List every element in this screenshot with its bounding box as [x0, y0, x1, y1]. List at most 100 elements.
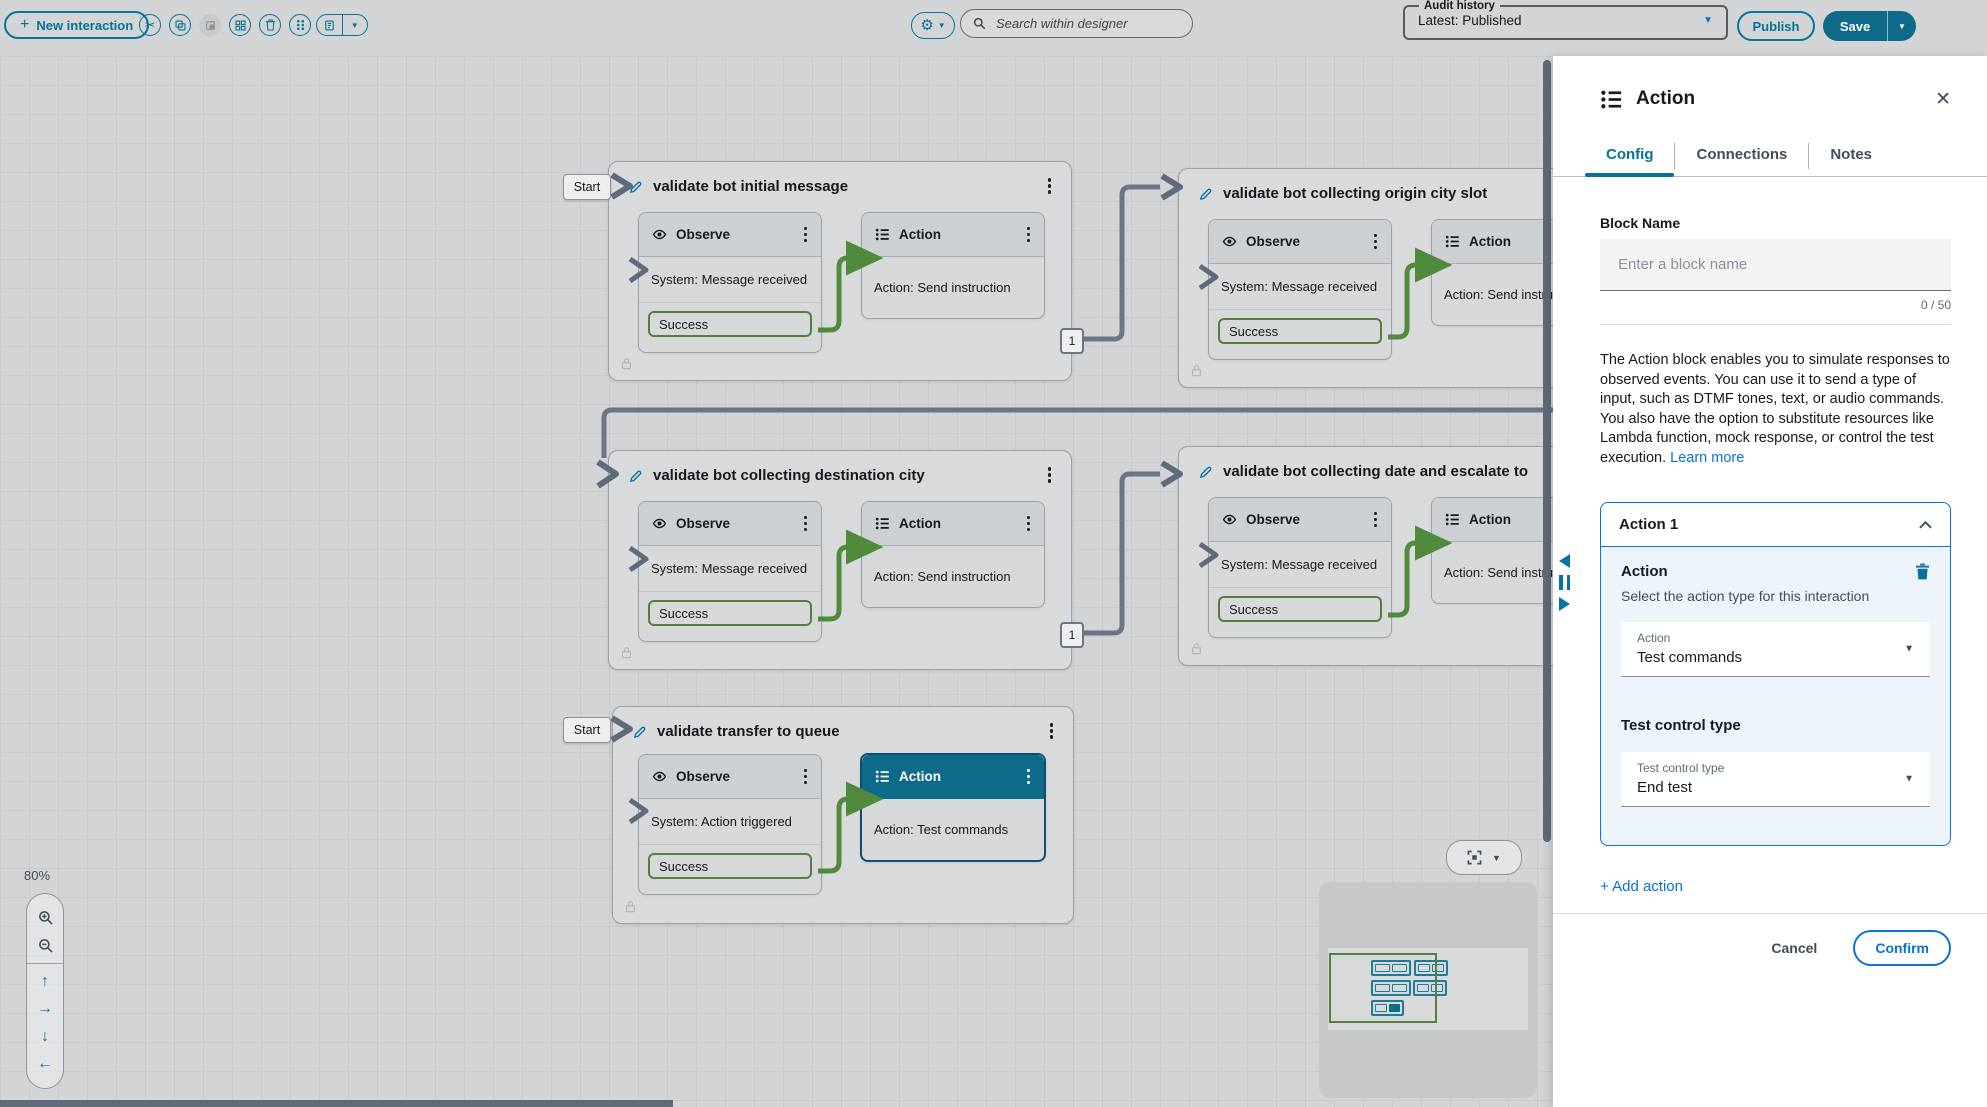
action-block[interactable]: Action Action: Send instruction	[861, 501, 1045, 608]
action-1-header[interactable]: Action 1	[1601, 503, 1950, 547]
fit-view-button[interactable]: ▼	[1446, 840, 1522, 875]
zoom-in-button[interactable]	[27, 904, 63, 932]
pan-down-button[interactable]: ↓	[27, 1023, 63, 1051]
cancel-button[interactable]: Cancel	[1765, 939, 1823, 957]
observe-line: System: Action triggered	[651, 814, 792, 829]
observe-block[interactable]: Observe System: Message received Success	[638, 212, 822, 353]
pan-left-button[interactable]: ←	[27, 1051, 63, 1079]
horizontal-scrollbar[interactable]	[0, 1100, 673, 1107]
paste-icon	[205, 20, 215, 30]
observe-block[interactable]: Observe System: Action triggered Success	[638, 754, 822, 895]
minimap[interactable]	[1319, 882, 1537, 1098]
kebab-menu-icon[interactable]	[798, 513, 814, 535]
group-title-row[interactable]: validate transfer to queue	[633, 719, 1059, 743]
observe-block[interactable]: Observe System: Message received Success	[1208, 497, 1392, 638]
success-port[interactable]: Success	[648, 600, 812, 626]
copy-button[interactable]	[169, 14, 191, 36]
group-title-row[interactable]: validate bot collecting destination city	[629, 463, 1057, 487]
new-interaction-button[interactable]: + New interaction	[4, 11, 150, 39]
search-input[interactable]	[994, 15, 1168, 32]
notes-dropdown-button[interactable]: ▼	[341, 15, 368, 35]
kebab-menu-icon[interactable]	[1042, 175, 1058, 197]
kebab-menu-icon[interactable]	[1368, 509, 1384, 531]
flow-group-destination-city[interactable]: validate bot collecting destination city…	[608, 450, 1072, 670]
paste-button-disabled[interactable]	[199, 14, 221, 36]
vertical-scrollbar[interactable]	[1543, 60, 1551, 842]
learn-more-link[interactable]: Learn more	[1670, 449, 1745, 466]
tab-connections[interactable]: Connections	[1696, 146, 1788, 163]
audit-history-dropdown[interactable]: Audit history Latest: Published ▼	[1403, 0, 1728, 40]
tab-notes[interactable]: Notes	[1830, 146, 1873, 163]
expand-left-icon[interactable]	[1559, 554, 1570, 568]
panel-resize-controls	[1559, 554, 1570, 611]
success-port[interactable]: Success	[1218, 596, 1382, 622]
group-title: validate bot collecting origin city slot	[1223, 184, 1488, 202]
cut-button[interactable]: ✂	[139, 14, 161, 36]
pan-right-button[interactable]: →	[27, 995, 63, 1023]
test-control-type-select[interactable]: Test control type End test ▼	[1621, 752, 1930, 807]
action-block[interactable]: Action Action: Send instruction	[861, 212, 1045, 319]
flow-group-initial-message[interactable]: validate bot initial message Observe Sys…	[608, 161, 1072, 381]
delete-button[interactable]	[259, 14, 281, 36]
output-port-badge[interactable]: 1	[1060, 622, 1084, 648]
zoom-in-icon	[38, 911, 53, 925]
settings-button[interactable]: ⚙ ▼	[911, 12, 955, 39]
action-section-hint: Select the action type for this interact…	[1621, 588, 1870, 604]
block-label: Observe	[676, 769, 731, 784]
pan-up-button[interactable]: ↑	[27, 968, 63, 996]
action-type-select[interactable]: Action Test commands ▼	[1621, 622, 1930, 677]
kebab-menu-icon[interactable]	[1368, 231, 1384, 253]
kebab-menu-icon[interactable]	[798, 766, 814, 788]
kebab-menu-icon[interactable]	[1021, 766, 1037, 788]
output-port-badge[interactable]: 1	[1060, 328, 1084, 354]
notes-button[interactable]	[317, 15, 342, 35]
tab-config[interactable]: Config	[1585, 136, 1675, 177]
group-blocks-button[interactable]	[229, 14, 251, 36]
caret-down-icon: ▼	[937, 21, 946, 30]
group-title: validate bot collecting destination city	[653, 466, 925, 484]
eye-icon	[652, 518, 667, 529]
close-icon[interactable]: ✕	[1935, 88, 1951, 110]
success-port[interactable]: Success	[1218, 318, 1382, 344]
kebab-menu-icon[interactable]	[798, 224, 814, 246]
success-port[interactable]: Success	[648, 853, 812, 879]
kebab-menu-icon[interactable]	[1042, 464, 1058, 486]
save-dropdown-button[interactable]: ▼	[1887, 11, 1916, 41]
block-name-input[interactable]	[1600, 239, 1951, 291]
confirm-button[interactable]: Confirm	[1853, 930, 1951, 966]
action-line: Action: Test commands	[874, 821, 1009, 837]
action-block-selected[interactable]: Action Action: Test commands	[860, 753, 1046, 862]
zoom-level-label: 80%	[24, 868, 51, 883]
dots-grid-icon	[296, 19, 304, 31]
minimap-block	[1371, 960, 1411, 976]
edit-pencil-icon	[629, 470, 642, 482]
kebab-menu-icon[interactable]	[1044, 720, 1060, 742]
zoom-out-button[interactable]	[27, 932, 63, 960]
collapse-right-icon[interactable]	[1559, 597, 1570, 611]
block-label: Observe	[1246, 512, 1301, 527]
char-counter: 0 / 50	[1920, 298, 1951, 312]
observe-block[interactable]: Observe System: Message received Success	[638, 501, 822, 642]
block-label: Action	[899, 516, 941, 531]
caret-down-icon: ▼	[1898, 21, 1906, 31]
drag-handle-button[interactable]	[289, 14, 311, 36]
success-port[interactable]: Success	[648, 311, 812, 337]
divider	[1553, 913, 1987, 914]
group-title-row[interactable]: validate bot initial message	[629, 174, 1057, 198]
save-button[interactable]: Save	[1839, 18, 1871, 34]
kebab-menu-icon[interactable]	[1021, 224, 1037, 246]
add-action-link[interactable]: + Add action	[1600, 878, 1683, 895]
kebab-menu-icon[interactable]	[1021, 513, 1037, 535]
flow-group-transfer-queue[interactable]: validate transfer to queue Observe Syste…	[612, 706, 1074, 924]
action-section-title: Action	[1621, 563, 1668, 580]
eye-icon	[1222, 236, 1237, 247]
observe-block[interactable]: Observe System: Message received Success	[1208, 219, 1392, 360]
minimap-viewport[interactable]	[1329, 953, 1437, 1023]
eye-icon	[652, 771, 667, 782]
publish-button[interactable]: Publish	[1737, 11, 1815, 41]
delete-action-icon[interactable]	[1915, 563, 1930, 580]
panel-tabs: Config Connections Notes	[1553, 136, 1987, 177]
resize-handle-icon[interactable]	[1559, 575, 1570, 590]
audit-history-label: Audit history	[1424, 0, 1495, 12]
